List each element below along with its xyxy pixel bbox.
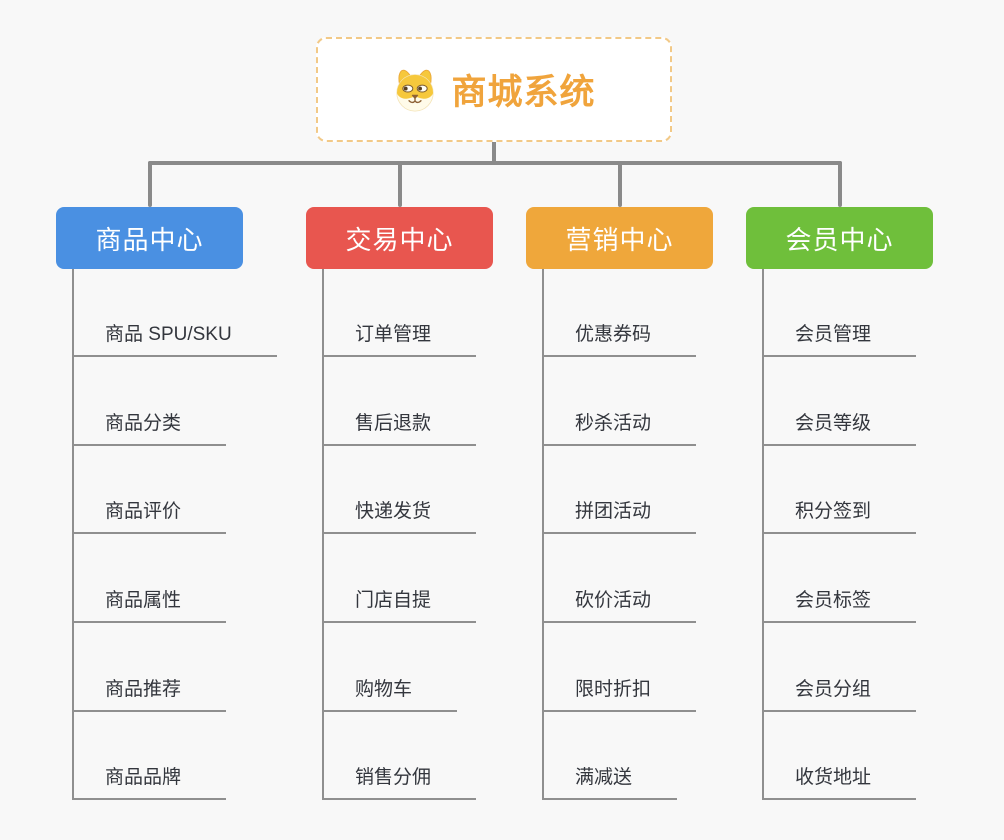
branch-node-member-center[interactable]: 会员中心 — [746, 207, 933, 269]
leaf-node-product-center-3[interactable]: 商品属性 — [72, 577, 227, 623]
leaf-node-marketing-center-2[interactable]: 拼团活动 — [542, 488, 697, 534]
branch-node-trade-center[interactable]: 交易中心 — [306, 207, 493, 269]
leaf-node-trade-center-4[interactable]: 购物车 — [322, 666, 458, 712]
branch-node-product-center[interactable]: 商品中心 — [56, 207, 243, 269]
connector-branch-drop — [618, 161, 622, 207]
leaf-node-marketing-center-0[interactable]: 优惠券码 — [542, 311, 697, 357]
leaf-node-member-center-3[interactable]: 会员标签 — [762, 577, 917, 623]
root-title: 商城系统 — [451, 73, 596, 112]
leaf-node-member-center-1[interactable]: 会员等级 — [762, 400, 917, 446]
leaf-node-trade-center-0[interactable]: 订单管理 — [322, 311, 477, 357]
leaf-node-trade-center-3[interactable]: 门店自提 — [322, 577, 477, 623]
leaf-node-product-center-5[interactable]: 商品品牌 — [72, 754, 227, 800]
connector-branch-drop — [838, 161, 842, 207]
leaf-node-product-center-0[interactable]: 商品 SPU/SKU — [72, 311, 277, 357]
leaf-node-trade-center-5[interactable]: 销售分佣 — [322, 754, 477, 800]
connector-root-stub — [492, 142, 496, 162]
branch-label: 营销中心 — [565, 224, 674, 255]
leaf-node-marketing-center-3[interactable]: 砍价活动 — [542, 577, 697, 623]
branch-trunk-line — [542, 269, 544, 800]
leaf-node-member-center-0[interactable]: 会员管理 — [762, 311, 917, 357]
leaf-node-product-center-1[interactable]: 商品分类 — [72, 400, 227, 446]
branch-trunk-line — [762, 269, 764, 800]
leaf-node-marketing-center-1[interactable]: 秒杀活动 — [542, 400, 697, 446]
root-node[interactable]: 商城系统 — [316, 37, 672, 142]
leaf-node-product-center-2[interactable]: 商品评价 — [72, 488, 227, 534]
leaf-node-member-center-2[interactable]: 积分签到 — [762, 488, 917, 534]
branch-node-marketing-center[interactable]: 营销中心 — [526, 207, 713, 269]
leaf-node-member-center-4[interactable]: 会员分组 — [762, 666, 917, 712]
doge-face-icon — [396, 69, 435, 111]
connector-bus-line — [148, 161, 842, 165]
leaf-node-member-center-5[interactable]: 收货地址 — [762, 754, 917, 800]
connector-branch-drop — [398, 161, 402, 207]
branch-label: 商品中心 — [95, 224, 204, 255]
leaf-node-product-center-4[interactable]: 商品推荐 — [72, 666, 227, 712]
connector-branch-drop — [148, 161, 152, 207]
leaf-node-trade-center-2[interactable]: 快递发货 — [322, 488, 477, 534]
branch-trunk-line — [72, 269, 74, 800]
leaf-node-marketing-center-4[interactable]: 限时折扣 — [542, 666, 697, 712]
branch-label: 会员中心 — [785, 224, 894, 255]
leaf-node-trade-center-1[interactable]: 售后退款 — [322, 400, 477, 446]
branch-label: 交易中心 — [345, 224, 454, 255]
branch-trunk-line — [322, 269, 324, 800]
leaf-node-marketing-center-5[interactable]: 满减送 — [542, 754, 678, 800]
